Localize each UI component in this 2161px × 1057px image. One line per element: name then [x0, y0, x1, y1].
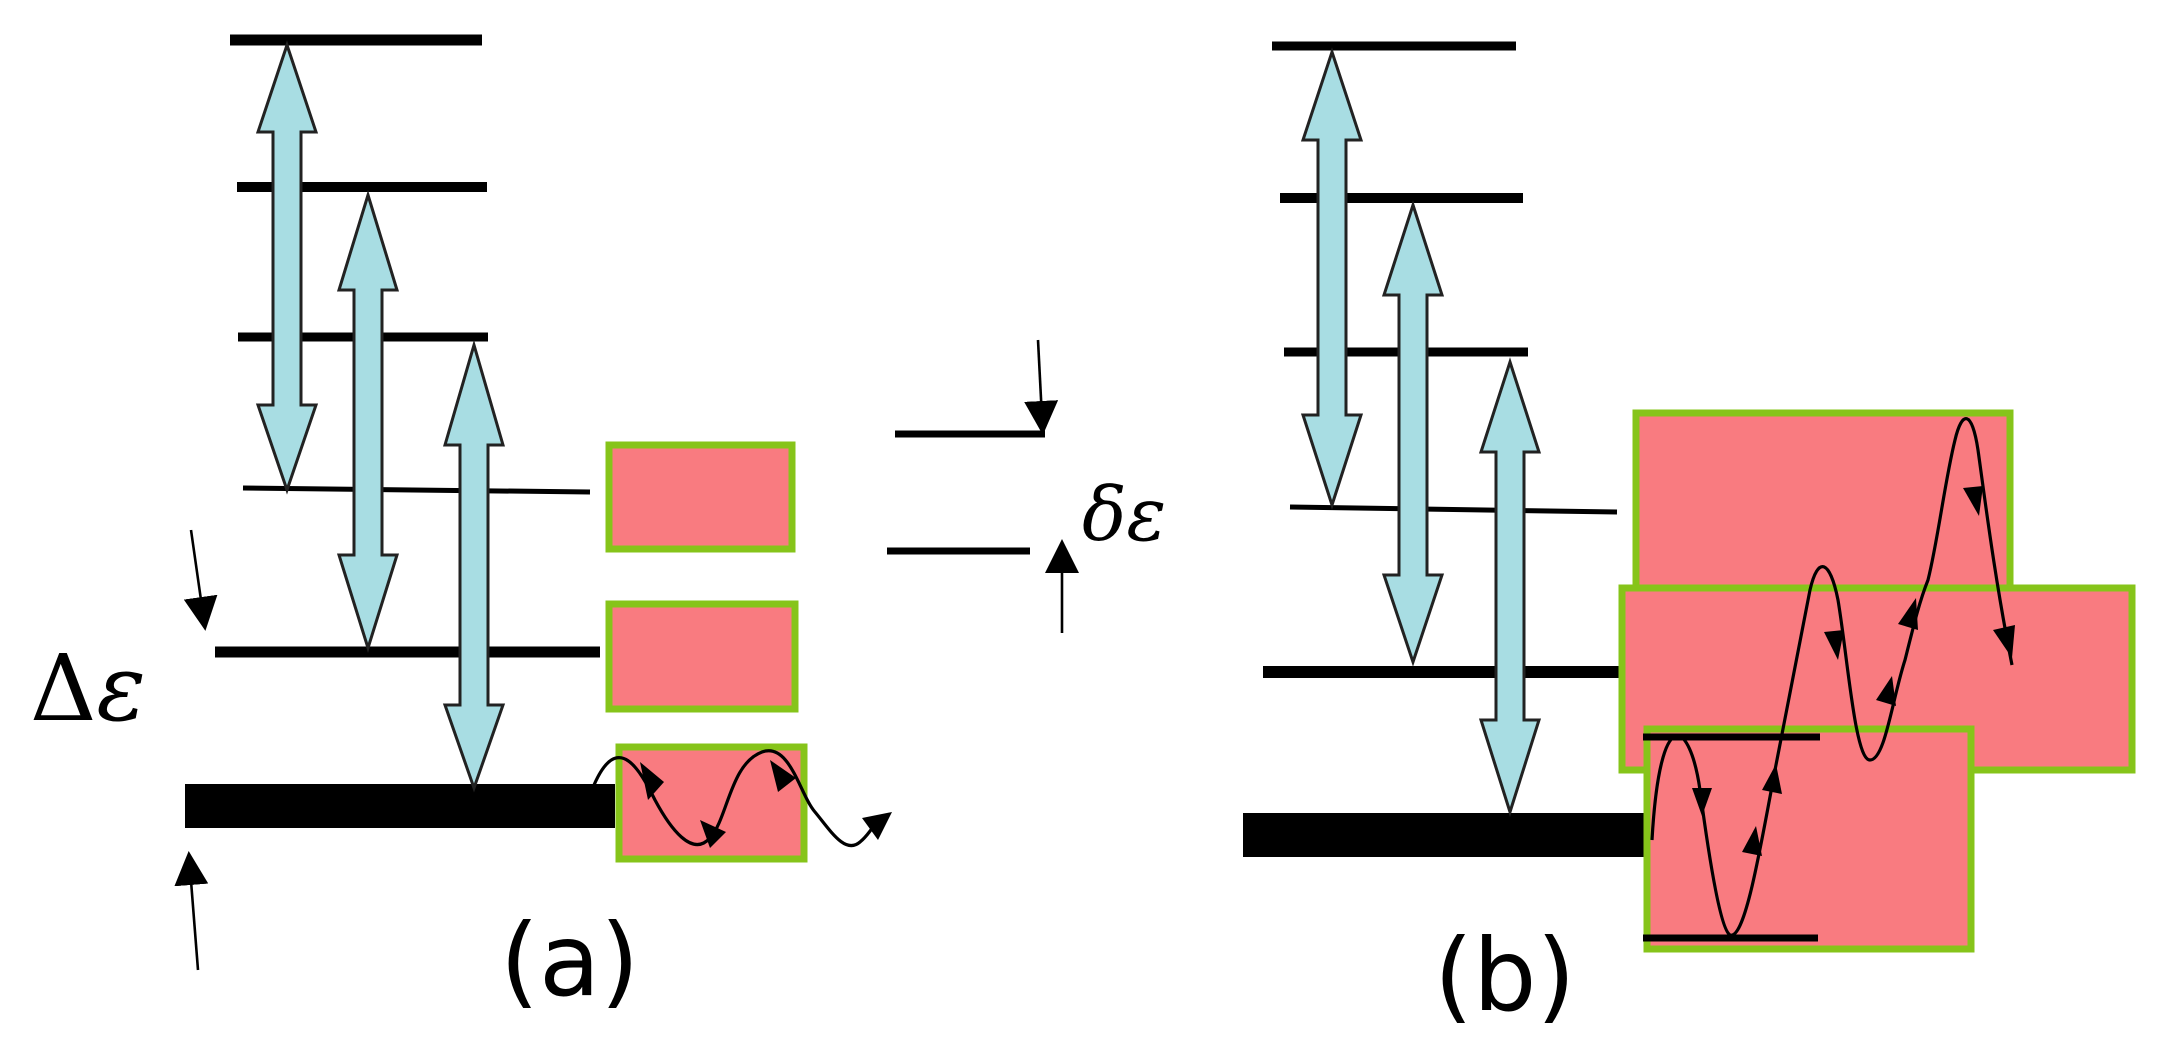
panel-b-label: (b): [1434, 917, 1576, 1034]
double-arrow-b-3: [1478, 357, 1542, 817]
delta-epsilon-down-arrow: [183, 529, 218, 631]
small-delta-epsilon-indicator: δε: [887, 339, 1166, 633]
double-arrow-b-1: [1300, 47, 1364, 510]
double-arrow-a-2: [336, 189, 400, 654]
delta-epsilon-label: Δε: [30, 635, 146, 742]
box-a-1: [605, 441, 796, 553]
double-arrow-a-1: [255, 40, 319, 495]
wave-arrowheads-a: [640, 760, 892, 848]
panel-a-label: (a): [500, 902, 639, 1019]
box-b-bottom: [1643, 725, 1975, 953]
level-a-3: [242, 485, 591, 495]
level-b-3: [1289, 504, 1618, 515]
small-delta-epsilon-label: δε: [1082, 472, 1166, 558]
delta-epsilon-up-arrow: [174, 851, 209, 971]
double-arrow-b-2: [1381, 200, 1445, 667]
wavy-line-b: [1650, 417, 2014, 937]
small-delta-down-arrow: [1024, 339, 1059, 435]
double-arrow-a-3: [442, 339, 506, 793]
wave-arrowheads-b: [1692, 486, 2015, 856]
panel-b: (b): [1243, 41, 2136, 1034]
box-a-2: [605, 600, 799, 713]
panel-a: Δε (a): [30, 34, 892, 1019]
